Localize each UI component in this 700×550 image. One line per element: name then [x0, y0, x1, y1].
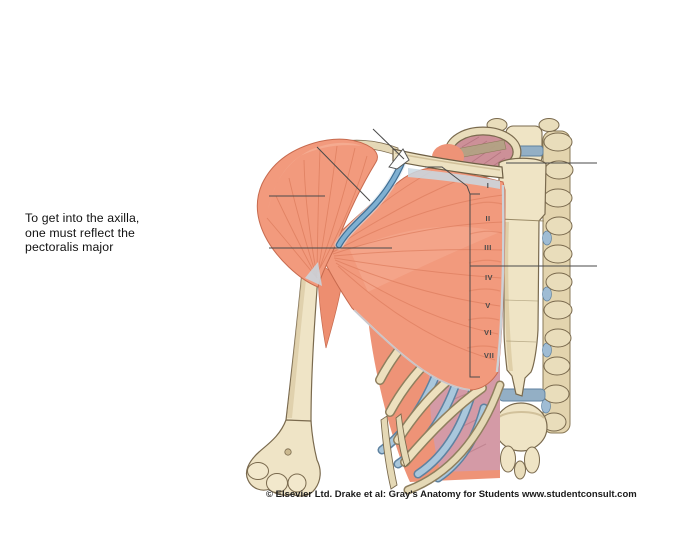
medial-condyle: [247, 462, 269, 480]
rib-numeral-6: VI: [484, 328, 492, 337]
copyright-credit: © Elsevier Ltd. Drake et al: Gray's Anat…: [266, 489, 637, 500]
rib-numeral-3: III: [484, 243, 491, 252]
clavipectoral-fascia: [408, 168, 500, 189]
insertion-fascia: [305, 262, 322, 286]
rib-numeral-2: II: [486, 214, 491, 223]
note-line-2: one must reflect the: [25, 225, 135, 240]
note-line-1: To get into the axilla,: [25, 211, 140, 225]
deltoid-muscle: [257, 138, 399, 288]
lower-vertebra: [494, 388, 548, 480]
sternal-angle: [499, 218, 545, 222]
deltoid-fibers: [266, 145, 368, 279]
rib-bracket: [469, 193, 480, 378]
cephalic-vein: [334, 155, 408, 250]
leader-line-clavicle: [372, 128, 405, 160]
pec-fibers: [329, 170, 504, 361]
note-line-3: pectoralis major: [25, 240, 114, 255]
sternal-fascia-edge: [495, 184, 505, 373]
rib-numeral-7: VII: [484, 351, 494, 360]
leader-line-cephalic-vein: [316, 146, 371, 202]
capitulum: [287, 473, 307, 493]
pectoralis-major-muscle: [319, 167, 506, 391]
costotransverse-cartilage: [541, 230, 552, 414]
lower-border-fascia: [353, 309, 471, 391]
rib-numerals: I II III IV V VI VII: [484, 181, 494, 360]
instruction-note: To get into the axilla, one must reflect…: [25, 211, 139, 255]
rib-numeral-5: V: [485, 301, 490, 310]
leader-line-rib1-pointer: [425, 166, 471, 195]
rib-numeral-1: I: [487, 181, 489, 190]
humerus-bone: [245, 261, 321, 497]
free-rib-tips: [380, 413, 411, 490]
rib-numeral-4: IV: [485, 273, 493, 282]
sternum-bone: [498, 157, 547, 397]
transverse-processes: [541, 132, 574, 432]
deltopectoral-triangle-marker: [388, 148, 410, 170]
spinous-process: [500, 445, 516, 473]
leader-lines: [269, 128, 597, 378]
spinous-process: [524, 446, 540, 474]
costal-margin: [403, 380, 505, 495]
